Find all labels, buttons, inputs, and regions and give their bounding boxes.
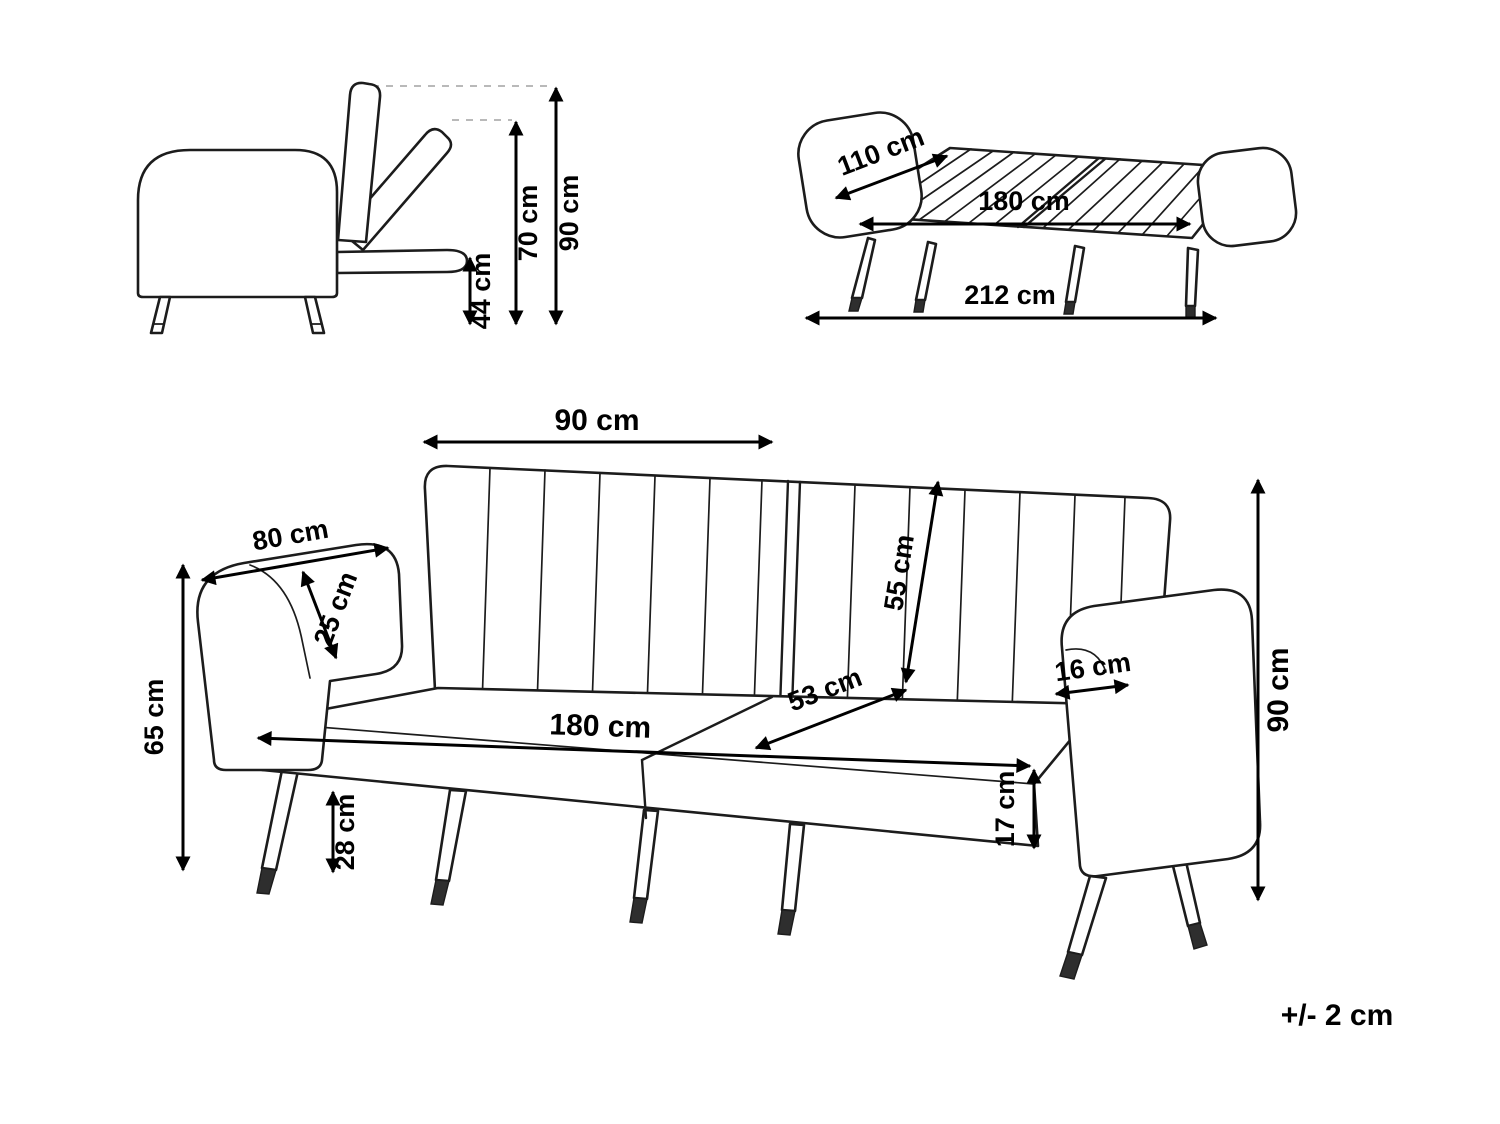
main-leg-3-foot: [629, 897, 648, 924]
bed-leg-1: [850, 236, 877, 300]
main-backrest-channel-lines: [481, 467, 1126, 711]
main-backrest-split-seam: [778, 479, 802, 710]
side-view-front-leg: [149, 295, 172, 335]
dim-label-44: 44 cm: [466, 253, 496, 330]
bed-leg-2: [914, 240, 938, 302]
main-leg-3: [632, 808, 660, 901]
main-leg-5: [1066, 874, 1108, 957]
dim-line-180-seat: [256, 730, 1032, 774]
bed-right-armrest: [1196, 146, 1298, 248]
backrest-flat-position: [335, 248, 469, 275]
sofa-side-body: [136, 148, 339, 299]
main-view: 90 cm 80 cm 25 cm 55 cm 65 cm 16 cm 53 c…: [139, 404, 1295, 980]
dim-label-70: 70 cm: [513, 185, 543, 262]
bed-leg-4-foot: [1185, 305, 1196, 319]
dim-line-110: [834, 153, 949, 201]
main-right-armrest-crease: [1065, 648, 1107, 673]
main-leg-6-foot: [1187, 922, 1208, 950]
main-leg-4-foot: [777, 909, 796, 936]
dim-label-212: 212 cm: [964, 280, 1056, 310]
main-leg-2-foot: [430, 879, 450, 906]
dim-line-55-backrest: [900, 480, 944, 684]
main-seat: [254, 686, 1102, 848]
bed-deck-center-seam: [1016, 156, 1107, 229]
dim-line-16-arm: [1054, 679, 1130, 700]
dim-label-180-seat: 180 cm: [549, 708, 652, 745]
side-view: 44 cm 70 cm 90 cm: [136, 81, 584, 335]
backrest-upright-position: [336, 81, 382, 244]
main-leg-5-foot: [1059, 951, 1083, 980]
dim-label-90-height: 90 cm: [1262, 647, 1295, 732]
bed-view: 110 cm 180 cm 212 cm: [797, 111, 1298, 326]
main-leg-4: [780, 822, 806, 913]
main-leg-2: [434, 788, 468, 883]
bed-leg-3: [1064, 244, 1086, 304]
dim-label-65-side: 65 cm: [139, 679, 169, 756]
bed-leg-1-foot: [848, 297, 863, 312]
main-right-armrest: [1060, 588, 1262, 878]
bed-leg-3-foot: [1063, 301, 1076, 315]
bed-leg-2-foot: [913, 299, 926, 313]
dim-line-25-arm: [300, 570, 339, 660]
side-view-back-leg: [303, 295, 326, 335]
bed-leg-4: [1184, 246, 1200, 308]
dim-label-28-leg: 28 cm: [330, 794, 360, 871]
dim-line-80-arm: [200, 542, 390, 586]
main-leg-1-foot: [256, 867, 277, 895]
dim-label-17-seat: 17 cm: [990, 771, 1020, 848]
dim-label-90-side: 90 cm: [554, 175, 584, 252]
dim-label-180-bed: 180 cm: [978, 186, 1070, 216]
main-backrest: [423, 464, 1172, 712]
tolerance-note: +/- 2 cm: [1281, 999, 1394, 1032]
dim-label-90-backrest: 90 cm: [554, 404, 639, 437]
main-leg-1: [260, 768, 300, 872]
